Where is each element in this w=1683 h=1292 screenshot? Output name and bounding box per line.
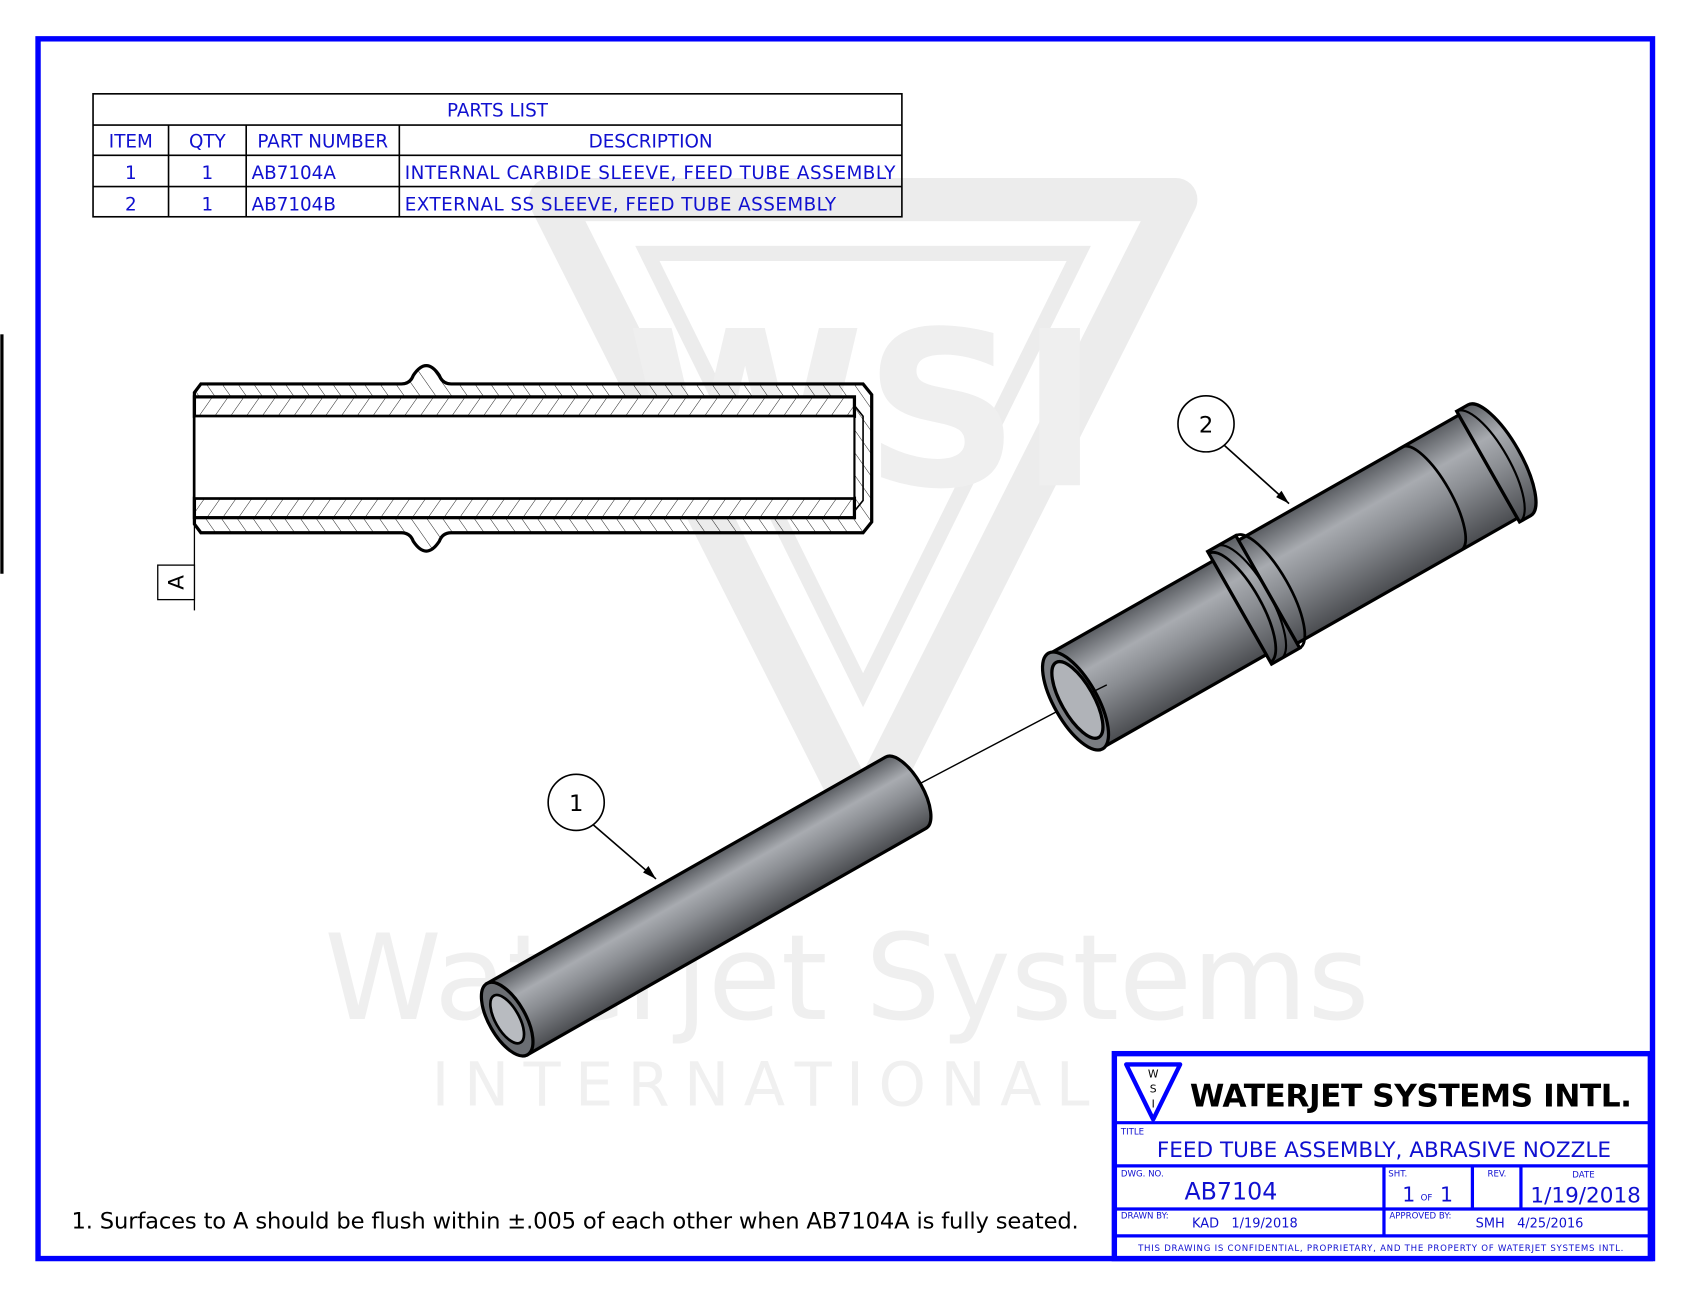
drawn-by-label: DRAWN BY: bbox=[1121, 1212, 1169, 1222]
cell-description: EXTERNAL SS SLEEVE, FEED TUBE ASSEMBLY bbox=[405, 194, 837, 215]
cell-part-number: AB7104A bbox=[252, 163, 337, 184]
cell-part-number: AB7104B bbox=[252, 194, 336, 215]
sheet-of: OF bbox=[1421, 1193, 1433, 1203]
sheet-number: 1 bbox=[1402, 1182, 1415, 1206]
part-1-carbide-sleeve bbox=[479, 754, 933, 1058]
header-part-number: PART NUMBER bbox=[257, 132, 388, 153]
header-qty: QTY bbox=[189, 132, 227, 153]
cell-item: 1 bbox=[125, 163, 137, 184]
cell-qty: 1 bbox=[202, 163, 214, 184]
drawing-title: FEED TUBE ASSEMBLY, ABRASIVE NOZZLE bbox=[1157, 1138, 1611, 1163]
svg-text:W: W bbox=[1148, 1067, 1159, 1080]
title-block: W S I WATERJET SYSTEMS INTL. TITLE FEED … bbox=[1111, 1050, 1654, 1262]
edge-mark bbox=[0, 334, 4, 574]
drawn-by: KAD 1/19/2018 bbox=[1192, 1216, 1298, 1231]
company-logo: W S I bbox=[1124, 1062, 1183, 1122]
watermark-line1: Waterjet Systems bbox=[324, 909, 1369, 1047]
dwg-no: AB7104 bbox=[1184, 1177, 1277, 1205]
sheet-label: SHT. bbox=[1388, 1170, 1407, 1180]
table-row: 1 1 AB7104A INTERNAL CARBIDE SLEEVE, FEE… bbox=[125, 163, 896, 184]
balloon-label: 2 bbox=[1199, 412, 1213, 438]
parts-list: PARTS LIST ITEM QTY PART NUMBER DESCRIPT… bbox=[92, 93, 903, 218]
balloon-1: 1 bbox=[547, 773, 657, 880]
parts-list-title: PARTS LIST bbox=[447, 100, 549, 121]
cell-description: INTERNAL CARBIDE SLEEVE, FEED TUBE ASSEM… bbox=[405, 163, 896, 184]
dwg-no-label: DWG. NO. bbox=[1121, 1170, 1164, 1180]
sheet-total: 1 bbox=[1440, 1182, 1453, 1206]
title-label: TITLE bbox=[1120, 1128, 1144, 1138]
approved-by: SMH 4/25/2016 bbox=[1476, 1216, 1584, 1231]
watermark-line2: INTERNATIONAL bbox=[432, 1050, 1090, 1120]
section-view: A bbox=[157, 364, 874, 611]
rev-label: REV. bbox=[1488, 1170, 1507, 1180]
sheet-border bbox=[35, 36, 1656, 1262]
datum-label: A bbox=[165, 575, 190, 590]
svg-text:I: I bbox=[1152, 1098, 1155, 1111]
part-2-ss-sleeve bbox=[1040, 402, 1538, 752]
cell-item: 2 bbox=[125, 194, 137, 215]
drawing-note: 1. Surfaces to A should be flush within … bbox=[71, 1208, 1078, 1234]
balloon-2: 2 bbox=[1177, 394, 1290, 505]
datum-a-box bbox=[157, 564, 196, 601]
balloon-label: 1 bbox=[569, 791, 583, 817]
approved-by-label: APPROVED BY: bbox=[1389, 1212, 1451, 1222]
confidential-notice: THIS DRAWING IS CONFIDENTIAL, PROPRIETAR… bbox=[1137, 1244, 1623, 1254]
cell-qty: 1 bbox=[202, 194, 214, 215]
table-row: 2 1 AB7104B EXTERNAL SS SLEEVE, FEED TUB… bbox=[125, 194, 837, 215]
header-description: DESCRIPTION bbox=[589, 132, 713, 153]
company-name: WATERJET SYSTEMS INTL. bbox=[1190, 1079, 1632, 1115]
header-item: ITEM bbox=[109, 132, 153, 153]
date-value: 1/19/2018 bbox=[1530, 1183, 1640, 1208]
svg-text:S: S bbox=[1150, 1082, 1157, 1095]
date-label: DATE bbox=[1572, 1171, 1594, 1181]
